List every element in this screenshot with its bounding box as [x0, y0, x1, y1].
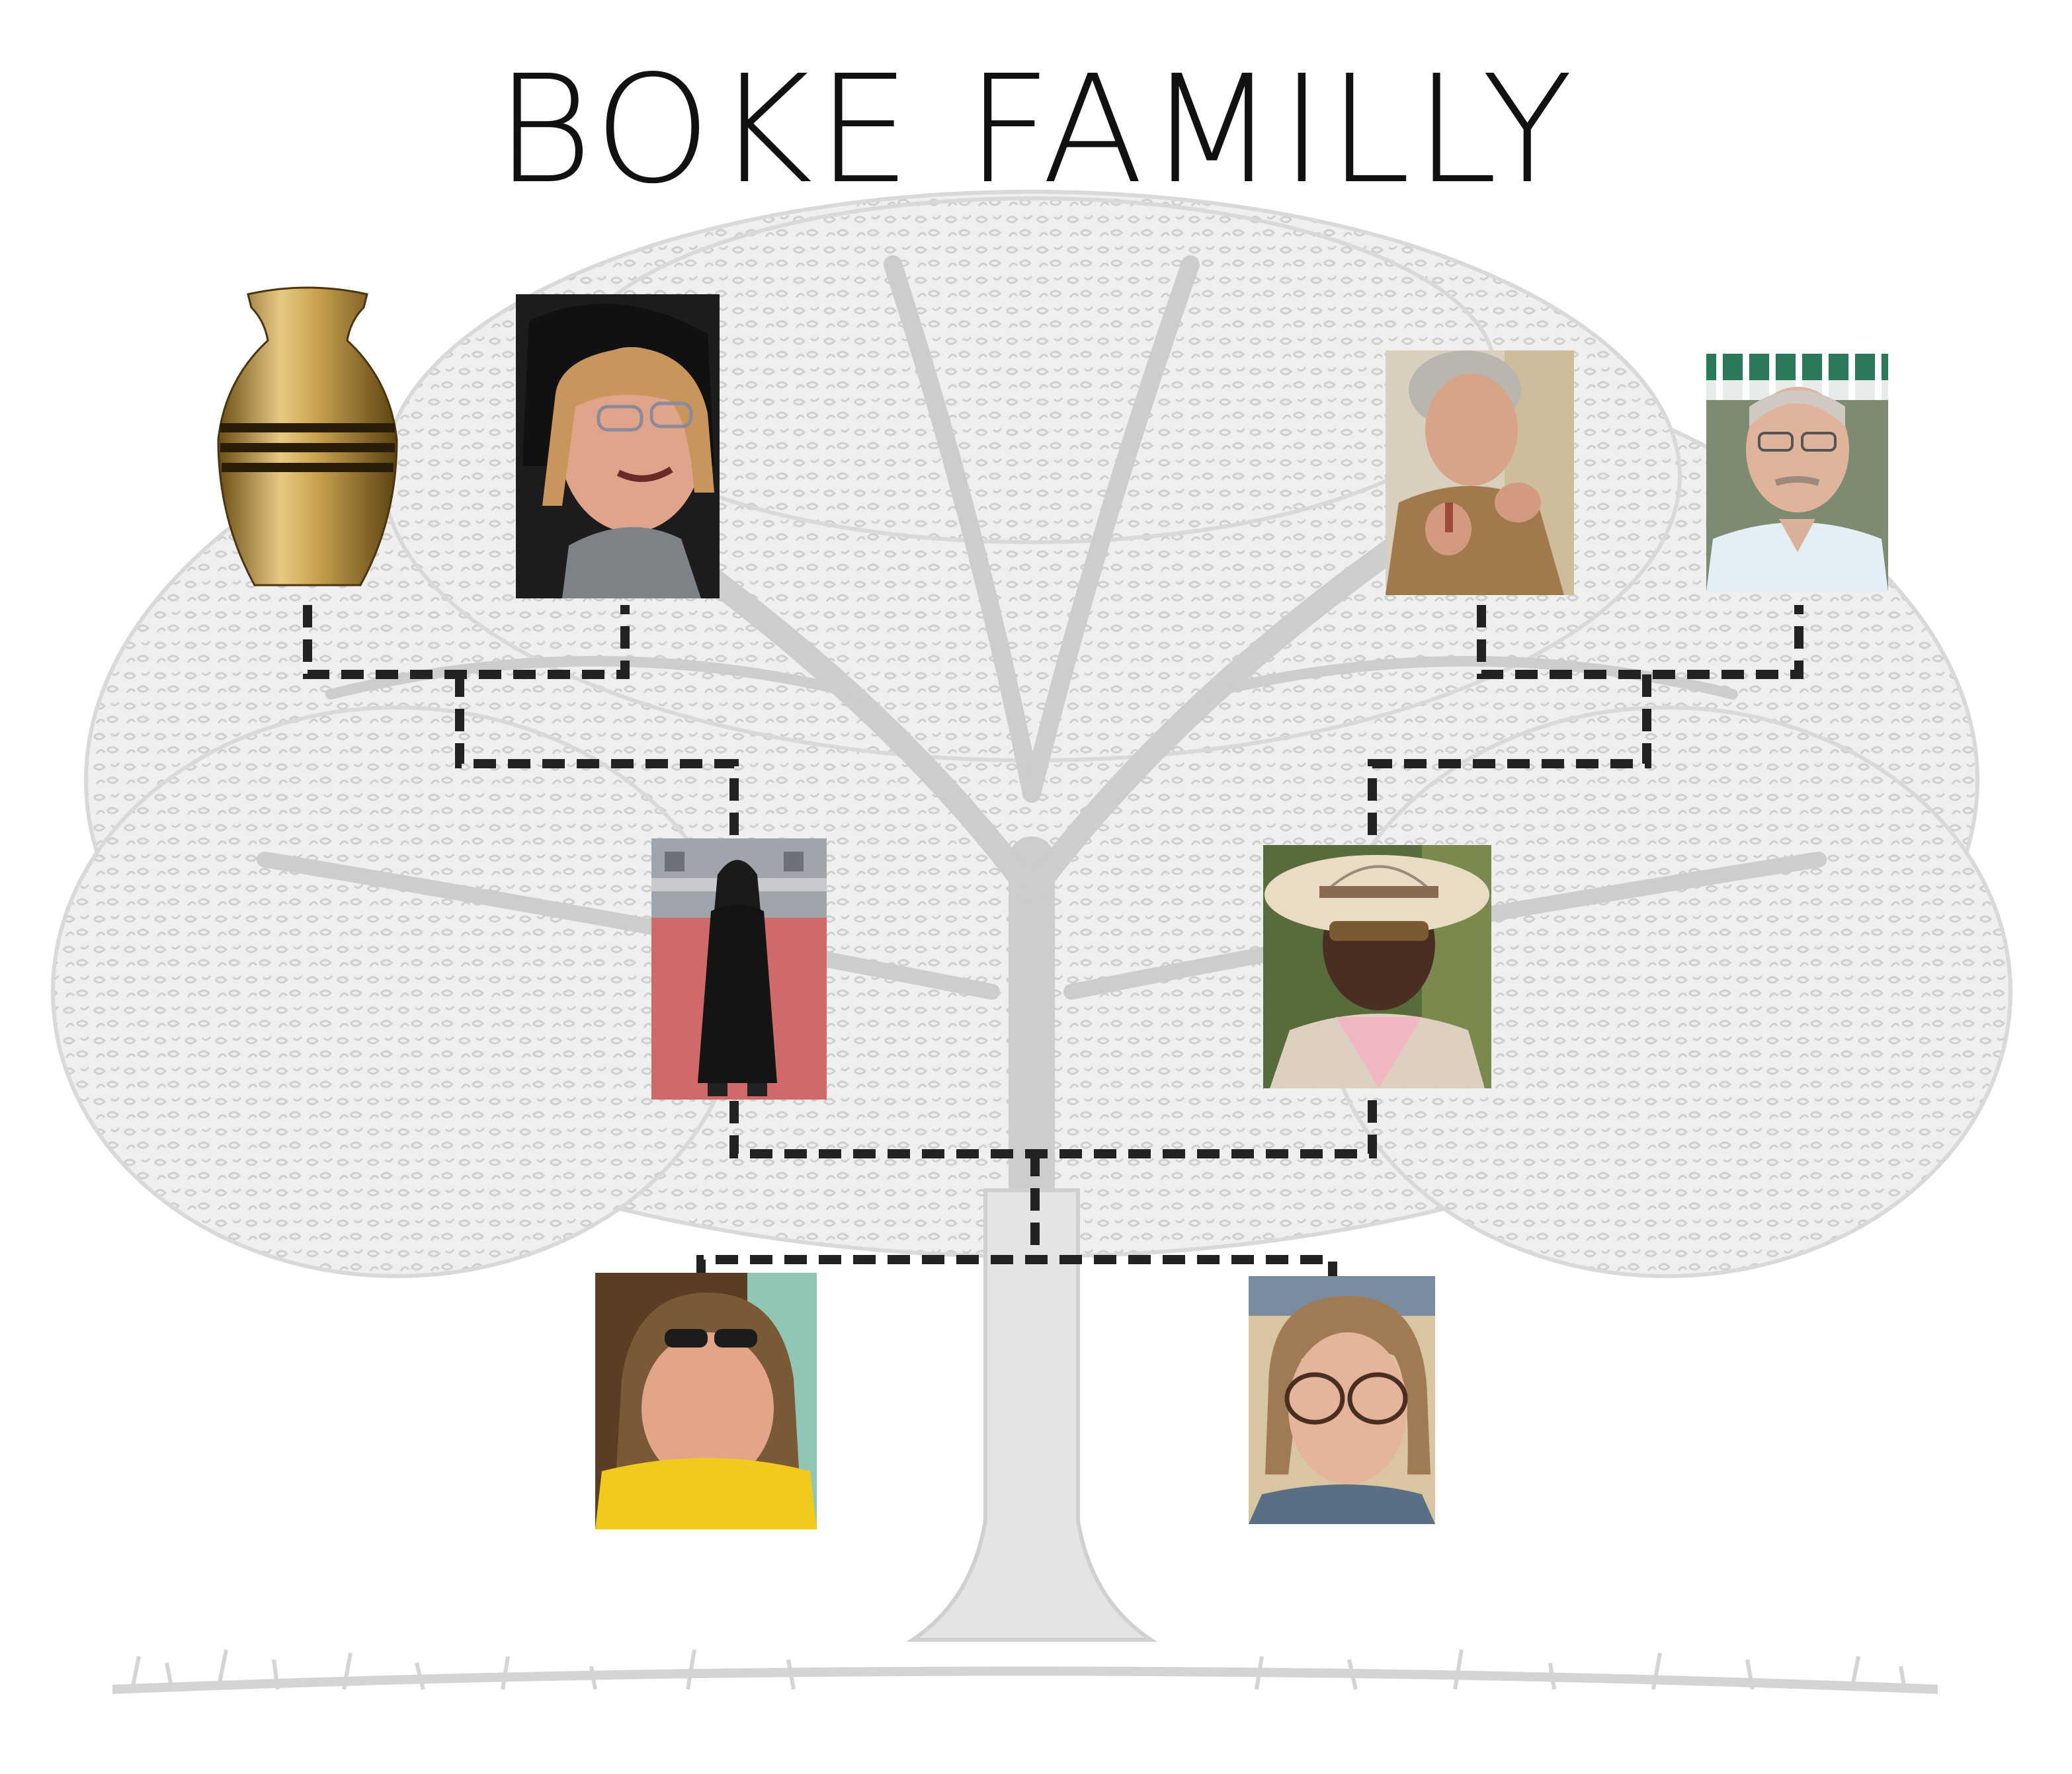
person-photo — [1706, 354, 1888, 592]
member-photo-man-straw-hat — [1263, 845, 1491, 1088]
connector-children — [696, 1255, 1337, 1279]
page-title: BOKE FAMILLY — [495, 44, 1577, 217]
member-photo-woman-red-carpet — [651, 838, 827, 1100]
member-photo-elderly-woman — [1386, 350, 1574, 595]
person-photo — [1386, 350, 1574, 595]
tree-grass — [112, 1649, 1938, 1694]
connector-gp-right-to-p2 — [1368, 674, 1651, 840]
member-photo-elderly-woman-headscarf — [516, 294, 720, 598]
tree-trunk — [906, 1188, 1157, 1642]
person-photo — [516, 294, 720, 598]
member-urn — [215, 281, 400, 598]
member-photo-young-man-glasses — [1249, 1276, 1435, 1524]
person-photo — [1249, 1276, 1435, 1524]
person-photo — [1263, 845, 1491, 1088]
person-photo — [595, 1273, 817, 1529]
person-photo — [651, 838, 827, 1100]
member-photo-elderly-man — [1706, 354, 1888, 592]
connector-gp3-gp4 — [1477, 605, 1803, 679]
urn-icon — [217, 286, 398, 586]
member-photo-young-woman-sunglasses — [595, 1273, 817, 1529]
connector-gp1-gp2 — [303, 605, 630, 679]
connector-gp-left-to-p1 — [455, 674, 739, 836]
connector-p1-p2 — [729, 1091, 1377, 1158]
